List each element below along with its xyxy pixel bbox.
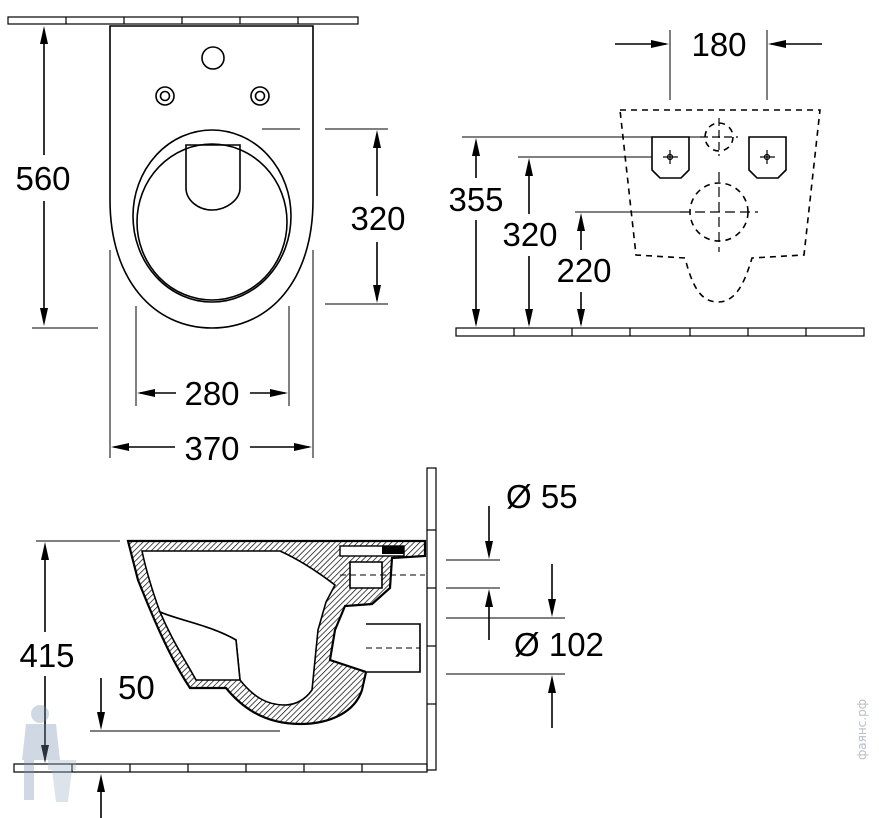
top-view: 560 320 280 <box>7 16 413 467</box>
dim-415 <box>12 540 120 763</box>
dim-560 <box>8 23 98 329</box>
dim-50 <box>90 678 280 818</box>
label-370: 370 <box>184 430 239 467</box>
seat-hole-right-outer <box>250 86 270 106</box>
rim-inner <box>136 143 288 301</box>
side-view: Ø 55 Ø 102 415 50 <box>12 467 604 818</box>
inlet-center-mark <box>700 118 738 156</box>
label-d55: Ø 55 <box>506 478 578 515</box>
label-560: 560 <box>15 160 70 197</box>
wall-view: 180 355 320 220 <box>441 26 865 337</box>
dim-280 <box>135 306 290 406</box>
dim-320-wall <box>495 156 652 327</box>
bowl-back-dashed <box>619 109 821 303</box>
label-415: 415 <box>19 637 74 674</box>
wall-view-floor <box>455 327 865 337</box>
seat-hole-left-outer <box>155 86 175 106</box>
dim-d102 <box>446 564 565 728</box>
dim-d55 <box>446 506 500 640</box>
top-view-wall <box>7 16 359 25</box>
bowl-outline-top <box>109 25 314 329</box>
fixing-mark-left <box>663 150 678 164</box>
side-view-floor <box>13 763 428 773</box>
rim-top-slot <box>382 546 404 554</box>
inlet-hole <box>201 46 225 70</box>
dim-220 <box>549 211 680 327</box>
dim-180 <box>615 30 822 100</box>
dim-355 <box>441 136 700 327</box>
seat-cutout <box>185 144 241 211</box>
label-220: 220 <box>556 252 611 289</box>
label-280: 280 <box>184 375 239 412</box>
fixing-mark-right <box>760 150 775 164</box>
fixing-slot-right <box>748 136 787 179</box>
seat-hole-left-inner <box>159 90 171 102</box>
label-180: 180 <box>691 26 746 63</box>
side-view-wall <box>426 467 437 771</box>
seat-hole-right-inner <box>254 90 266 102</box>
label-50: 50 <box>118 669 155 706</box>
dim-370 <box>109 250 314 458</box>
label-320-wall: 320 <box>502 216 557 253</box>
outlet-center-mark <box>680 172 758 252</box>
watermark: фаянс.рф <box>855 699 869 760</box>
label-320-top: 320 <box>350 200 405 237</box>
rim-outer <box>132 129 292 303</box>
plumber-mascot-icon <box>22 705 76 802</box>
inlet-dashed <box>704 122 734 152</box>
trap-channel <box>158 610 241 681</box>
label-355: 355 <box>448 181 503 218</box>
label-d102: Ø 102 <box>514 626 604 663</box>
dim-320-top <box>262 128 413 305</box>
